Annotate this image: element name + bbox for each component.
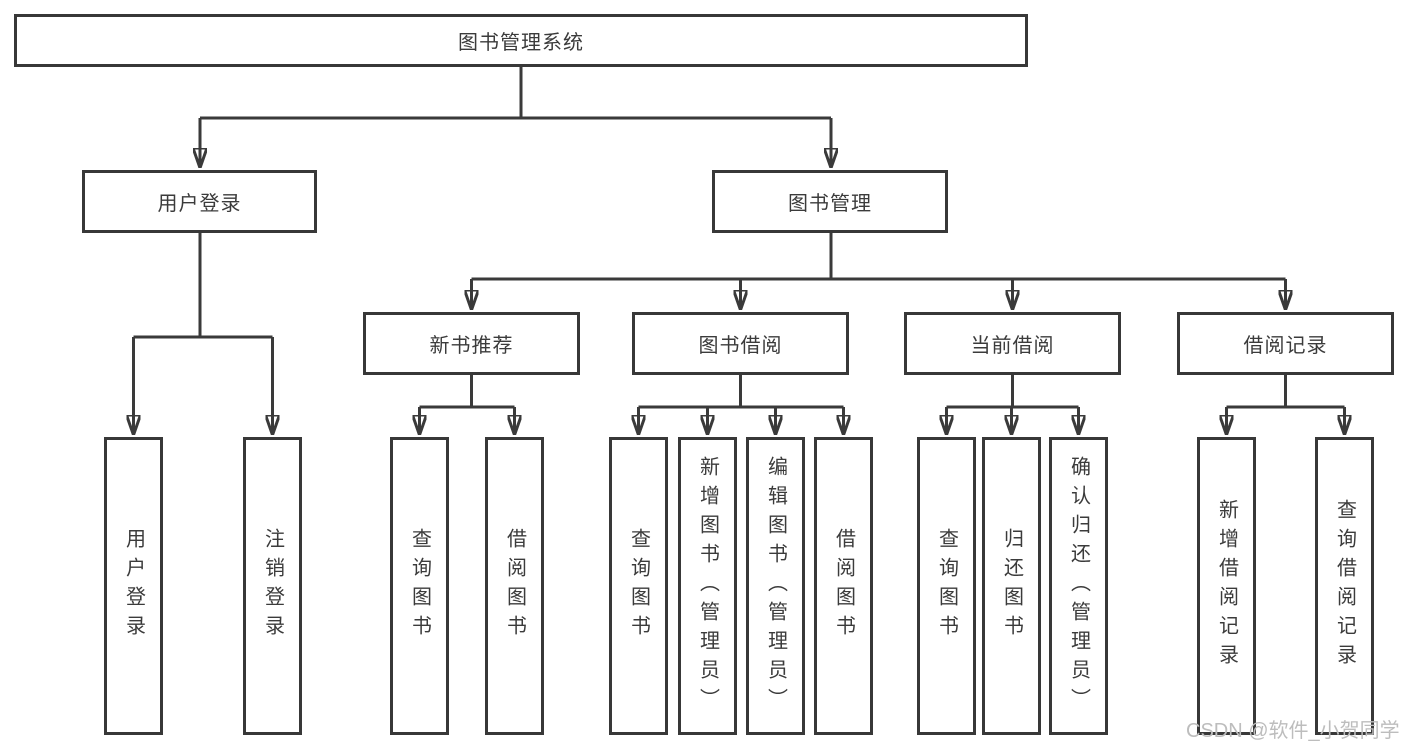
node-cb-query-books: 查询图书 bbox=[917, 437, 976, 735]
node-logout: 注销登录 bbox=[243, 437, 302, 735]
node-bb-add-books: 新增图书（管理员） bbox=[678, 437, 737, 735]
node-bb-borrow-books: 借阅图书 bbox=[814, 437, 873, 735]
node-cb-return-books: 归还图书 bbox=[982, 437, 1041, 735]
node-borrow-records: 借阅记录 bbox=[1177, 312, 1394, 375]
node-bb-edit-books: 编辑图书（管理员） bbox=[746, 437, 805, 735]
node-book-mgmt: 图书管理 bbox=[712, 170, 948, 233]
watermark: CSDN @软件_小贺同学 bbox=[1186, 720, 1400, 742]
node-br-query-record: 查询借阅记录 bbox=[1315, 437, 1374, 735]
node-cb-confirm-return: 确认归还（管理员） bbox=[1049, 437, 1108, 735]
node-current-borrow: 当前借阅 bbox=[904, 312, 1121, 375]
node-user-login-group: 用户登录 bbox=[82, 170, 317, 233]
node-br-add-record: 新增借阅记录 bbox=[1197, 437, 1256, 735]
node-rec-borrow-books: 借阅图书 bbox=[485, 437, 544, 735]
arrowheads bbox=[134, 118, 1345, 434]
node-rec-query-books: 查询图书 bbox=[390, 437, 449, 735]
node-book-borrow: 图书借阅 bbox=[632, 312, 849, 375]
node-user-login: 用户登录 bbox=[104, 437, 163, 735]
node-root: 图书管理系统 bbox=[14, 14, 1028, 67]
node-new-book-rec: 新书推荐 bbox=[363, 312, 580, 375]
node-bb-query-books: 查询图书 bbox=[609, 437, 668, 735]
tree-skeleton bbox=[133, 67, 1345, 409]
